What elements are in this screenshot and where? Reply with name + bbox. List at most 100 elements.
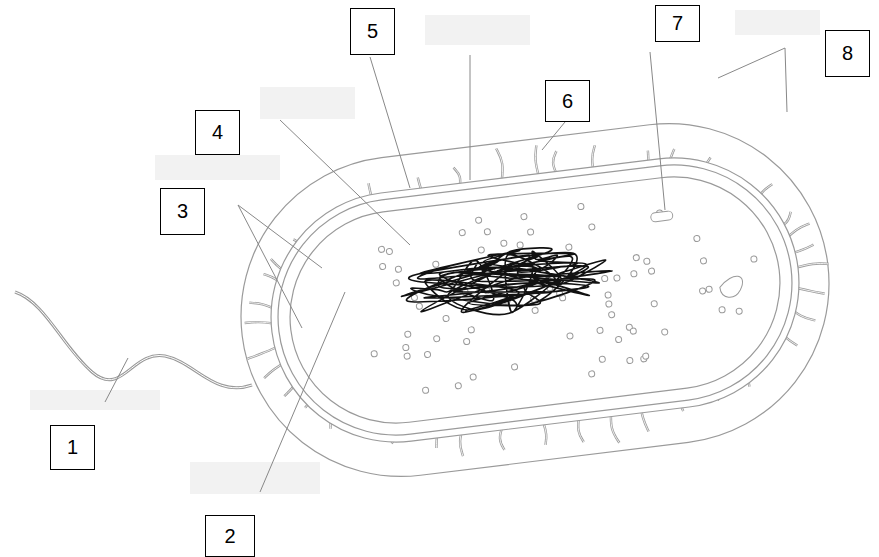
ribosome (588, 371, 595, 378)
leader-lines (105, 48, 787, 492)
ribosome (643, 258, 650, 265)
leader-line (470, 55, 471, 180)
ribosome (379, 263, 386, 270)
callout-number: 6 (562, 90, 573, 113)
ribosome (386, 248, 393, 255)
capsule (223, 105, 848, 495)
ribosome (470, 374, 477, 381)
leader-line (260, 292, 345, 492)
callout-box: 5 (350, 8, 395, 55)
blank-label (735, 10, 820, 35)
ribosome (527, 229, 534, 236)
callout-number: 8 (842, 42, 853, 65)
cell-wall-outer (257, 144, 814, 457)
callout-number: 5 (367, 20, 378, 43)
leader-line (370, 57, 410, 188)
ribosome (432, 261, 439, 268)
cell-wall-inner (265, 151, 806, 448)
callout-number: 2 (224, 525, 235, 548)
ribosome (606, 301, 613, 308)
leader-line (718, 48, 785, 78)
callout-box: 4 (195, 110, 240, 155)
ribosome (630, 328, 637, 335)
cell-membrane (278, 165, 792, 435)
ribosome (751, 256, 758, 263)
ribosome (700, 258, 707, 265)
ribosome (475, 217, 482, 224)
ribosome (484, 228, 491, 235)
callout-number: 7 (672, 12, 683, 35)
leader-line (542, 122, 565, 150)
ribosome (694, 235, 701, 242)
ribosome (566, 244, 573, 251)
ribosome (642, 353, 649, 360)
ribosome (371, 350, 378, 357)
ribosome (608, 311, 615, 318)
ribosome (605, 292, 612, 299)
ribosome (567, 333, 574, 340)
ribosome (433, 335, 440, 342)
leader-line (650, 52, 665, 210)
ribosome (648, 268, 655, 275)
blank-label (30, 390, 160, 410)
ribosome (422, 387, 429, 394)
ribosome (578, 203, 585, 210)
flagellum-inner (15, 292, 252, 388)
callout-box: 3 (160, 188, 205, 235)
callout-box: 1 (50, 425, 95, 470)
leader-line (238, 205, 302, 328)
ribosome (736, 308, 743, 315)
callout-box: 7 (655, 5, 700, 42)
nucleoid-dna (398, 239, 616, 327)
flagellum (15, 292, 252, 388)
blank-label (425, 15, 530, 45)
callout-box: 8 (825, 30, 870, 77)
ribosome (511, 364, 518, 371)
ribosome (404, 331, 411, 338)
blank-label (190, 462, 320, 494)
ribosome (719, 306, 726, 313)
nucleoid (398, 239, 616, 327)
leader-line (280, 120, 410, 245)
ribosome (631, 271, 638, 278)
ribosome (443, 315, 450, 322)
ribosome (478, 247, 485, 254)
ribosome (597, 327, 604, 334)
ribosome (404, 353, 411, 360)
ribosome (661, 329, 668, 336)
ribosome (455, 382, 462, 389)
callout-number: 1 (67, 436, 78, 459)
plasmid (650, 211, 673, 223)
callout-box: 6 (545, 80, 590, 122)
inclusion (719, 276, 745, 299)
blank-label (155, 155, 280, 180)
ribosome (501, 240, 508, 247)
blank-label (260, 87, 355, 119)
ribosome (589, 224, 596, 231)
pili (226, 110, 848, 487)
ribosome (393, 280, 400, 287)
ribosome (402, 344, 409, 351)
callout-box: 2 (205, 515, 255, 557)
leader-line (785, 48, 787, 112)
ribosome (633, 254, 640, 261)
pilus-inner (794, 262, 829, 268)
ribosome (459, 229, 466, 236)
ribosome (615, 336, 622, 343)
ribosome (424, 351, 431, 358)
ribosome (532, 307, 539, 314)
ribosome (521, 213, 528, 220)
ribosome (601, 275, 608, 282)
ribosome (468, 327, 475, 334)
callout-number: 3 (177, 200, 188, 223)
ribosome (627, 357, 634, 364)
ribosome (599, 356, 606, 363)
pilus (794, 262, 829, 268)
ribosome (517, 242, 524, 249)
cell-body (223, 105, 848, 495)
ribosome (463, 338, 470, 345)
ribosome (395, 266, 402, 273)
callout-number: 4 (212, 121, 223, 144)
